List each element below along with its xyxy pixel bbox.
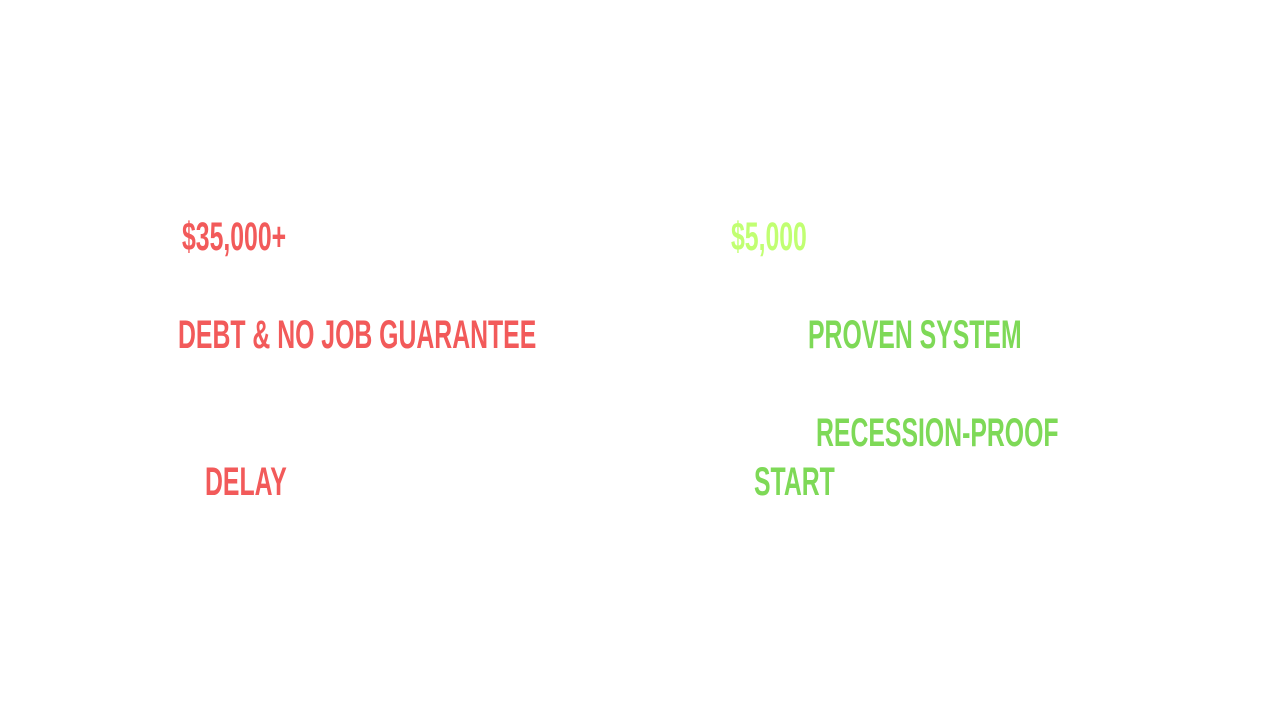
left-action: DELAY <box>205 460 287 504</box>
right-action: START <box>754 460 835 504</box>
left-price: $35,000+ <box>182 215 287 259</box>
right-outcome-recession-proof: RECESSION-PROOF <box>816 411 1059 455</box>
right-outcome-proven-system: PROVEN SYSTEM <box>808 313 1022 357</box>
right-price: $5,000 <box>731 215 807 259</box>
left-outcome: DEBT & NO JOB GUARANTEE <box>178 313 537 357</box>
